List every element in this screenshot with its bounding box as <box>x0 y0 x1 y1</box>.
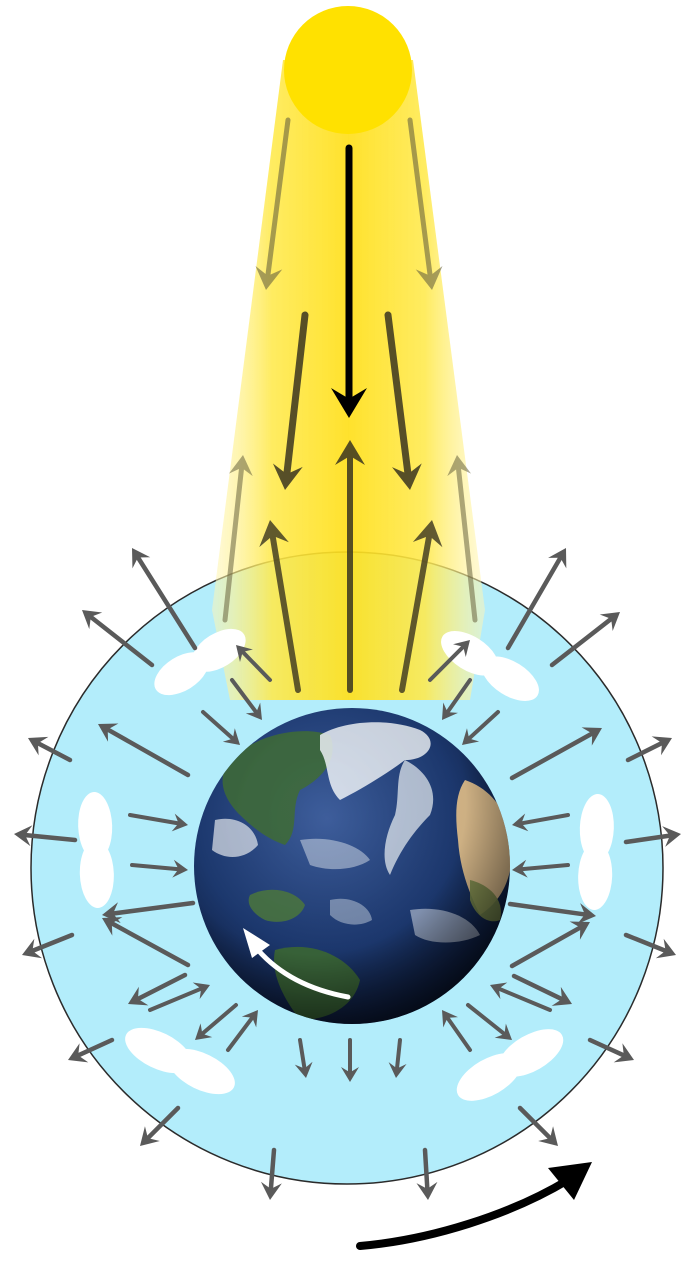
sun-icon <box>284 6 412 134</box>
earth-globe-icon <box>194 708 512 1024</box>
